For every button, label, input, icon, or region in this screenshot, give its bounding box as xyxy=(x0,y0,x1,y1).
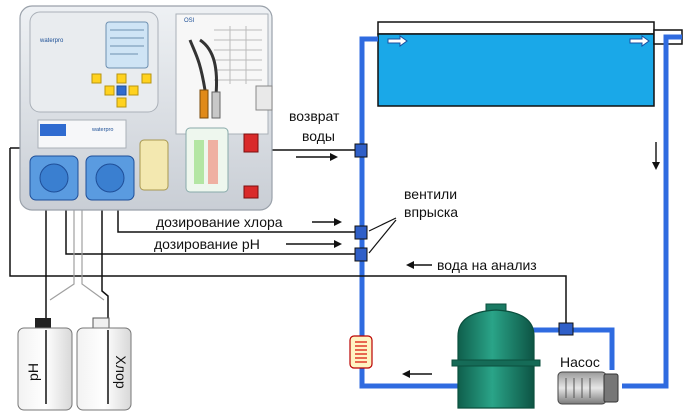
suction-pipe xyxy=(622,34,682,389)
ph-dosing-label: дозирование pH xyxy=(154,236,260,252)
dosing-station: waterpro OSI xyxy=(19,5,273,211)
arrow-down-icon xyxy=(652,142,660,170)
injection-valves-label-line2: впрыска xyxy=(404,204,458,220)
analysis-tap xyxy=(558,322,574,336)
arrow-right-icon xyxy=(387,35,408,47)
sand-filter xyxy=(451,303,541,409)
filter-tank-body xyxy=(457,309,535,409)
return-water-label-line1: возврат xyxy=(289,108,340,124)
arrow-right-icon xyxy=(312,218,342,226)
keypad-button[interactable] xyxy=(116,73,127,84)
analysis-tube xyxy=(9,148,567,326)
flow-arrows xyxy=(286,142,660,378)
pool xyxy=(377,21,683,107)
return-water-label-line2: воды xyxy=(302,128,335,144)
keypad-button[interactable] xyxy=(91,73,102,84)
valve-knob xyxy=(243,185,259,199)
ph-canister-cap xyxy=(35,318,51,330)
arrow-right-icon xyxy=(629,35,650,47)
ph-canister-body xyxy=(17,327,73,411)
pipe-network xyxy=(359,34,682,389)
return-fitting xyxy=(354,143,368,158)
info-grid xyxy=(214,26,262,84)
device-brand: waterpro xyxy=(39,38,64,44)
pump-motor-icon xyxy=(557,371,619,405)
arrow-right-icon xyxy=(286,240,342,248)
screen-lines xyxy=(110,29,144,55)
pool-water xyxy=(377,33,655,107)
keypad xyxy=(91,73,152,108)
keypad-button[interactable] xyxy=(128,85,139,96)
water-for-analysis-label: вода на анализ xyxy=(437,257,537,273)
flow-cell xyxy=(185,127,229,193)
heater-icon xyxy=(349,335,373,369)
ph-dosing-tube xyxy=(65,205,358,255)
arrow-left-icon xyxy=(402,370,432,378)
controller-screen xyxy=(105,21,149,69)
pump-label: Насос xyxy=(560,354,600,370)
chlorine-dosing-label: дозирование хлора xyxy=(156,214,283,230)
pump-plate-brand: waterpro xyxy=(91,127,113,133)
keypad-button[interactable] xyxy=(116,97,127,108)
chlorine-canister-body xyxy=(76,327,132,411)
ph-canister: pH xyxy=(17,318,73,411)
info-panel xyxy=(175,13,269,135)
filter-cup xyxy=(139,139,169,191)
panel-brand-small: OSI xyxy=(184,18,195,24)
pump-to-filter-pipe xyxy=(528,327,615,370)
valve-knob xyxy=(243,133,259,153)
redox-probe xyxy=(211,91,221,119)
return-pipe xyxy=(359,36,472,389)
injection-valves-label-line1: вентили xyxy=(404,186,457,202)
arrow-right-icon xyxy=(296,153,338,161)
arrow-left-icon xyxy=(406,261,432,269)
keypad-button[interactable] xyxy=(104,85,115,96)
keypad-center-button[interactable] xyxy=(116,85,127,96)
chlorine-canister-label: Хлор xyxy=(113,355,129,388)
pool-rim xyxy=(377,21,655,35)
ph-valve xyxy=(354,247,368,262)
ph-probe xyxy=(199,89,209,119)
inlet-fitting xyxy=(255,85,273,111)
ph-canister-label: pH xyxy=(25,363,41,381)
chlorine-canister: Хлор xyxy=(76,317,132,411)
chlorine-valve xyxy=(354,225,368,240)
injection-fittings xyxy=(354,143,574,336)
keypad-button[interactable] xyxy=(141,73,152,84)
